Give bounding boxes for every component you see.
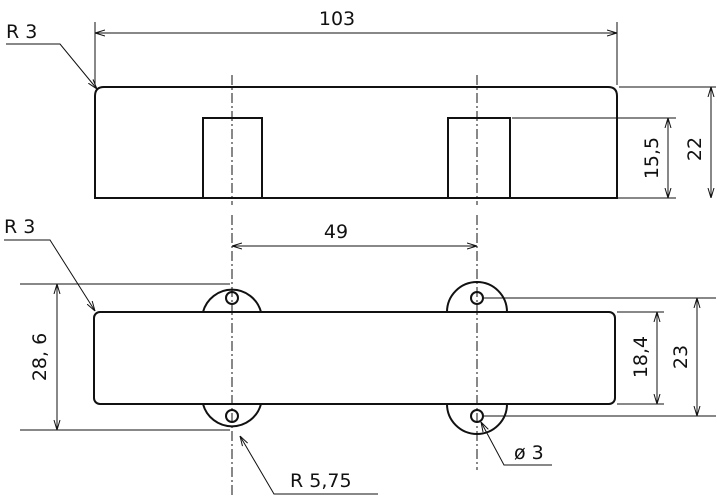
ear-radius-label: R 5,75 [290,470,352,492]
height-value: 22 [684,137,706,161]
ear-radius-leader [240,436,378,495]
body-width-value: 18,4 [630,336,652,378]
length-dimension-value: 103 [319,8,355,30]
hole-diameter-leader [481,422,552,466]
slot-depth-value: 15,5 [641,137,663,179]
pole-spacing-value: 49 [324,221,348,243]
overall-width-value: 28, 6 [29,333,51,381]
bottom-view-body-outline [93,311,616,405]
right-slot [447,117,511,199]
bottom-corner-radius-leader [4,239,95,311]
bottom-corner-radius-label: R 3 [4,216,35,238]
bottom-view: 49 R 3 28, 6 23 18,4 R 5,75 ø 3 [4,215,716,495]
top-corner-radius-label: R 3 [6,21,37,43]
top-view: 103 R 3 15,5 22 [6,8,716,205]
hole-diameter-label: ø 3 [514,442,544,464]
top-view-body-outline [94,86,618,199]
ear-width-value: 23 [670,345,692,369]
top-corner-radius-leader [6,43,97,89]
